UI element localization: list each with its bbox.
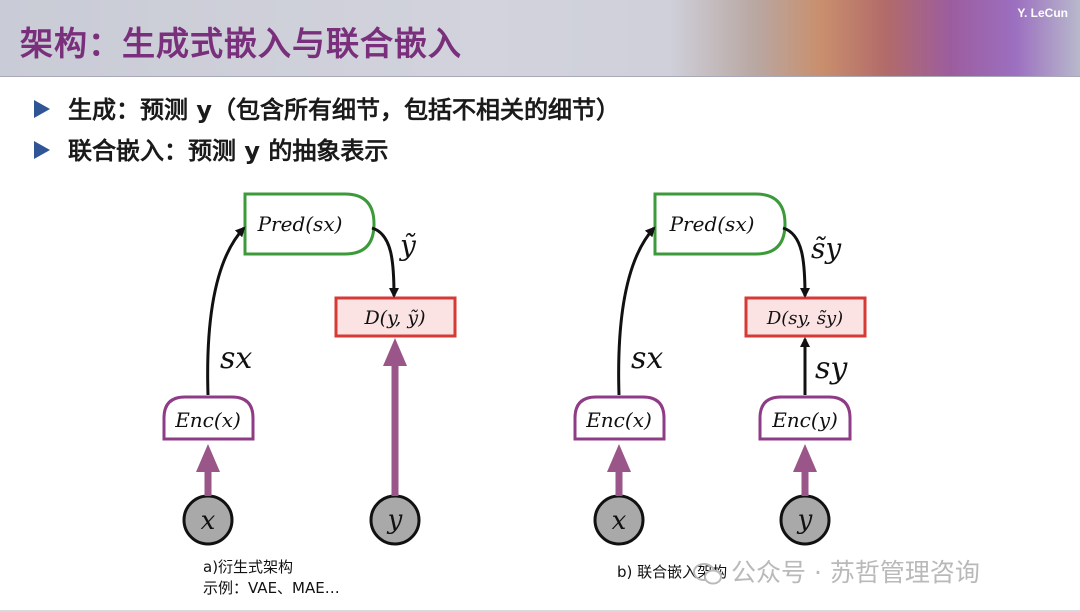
sx-label-b: sx [631, 341, 663, 376]
arrowhead-x-to-enc-a [196, 444, 220, 472]
encoder-y-label-b: Enc(y) [771, 408, 838, 432]
slide-title: 架构：生成式嵌入与联合嵌入 [20, 24, 462, 63]
sy-label-b: sy [815, 351, 848, 386]
encoder-x-box-b [573, 395, 666, 441]
encoder-box-a [162, 395, 255, 441]
caption-a-line1: a)衍生式架构 [203, 558, 294, 576]
arrowhead-y-to-enc-b [793, 444, 817, 472]
arrowhead-y-to-distance-a [383, 338, 407, 366]
x-node-label-b: x [612, 506, 627, 536]
bullet-joint-embedding: 联合嵌入：预测 y 的抽象表示 [34, 131, 388, 166]
y-node-label-a: y [387, 505, 403, 535]
footer-divider [0, 610, 1080, 612]
ytilde-label-a: ỹ [398, 229, 417, 262]
triangle-bullet-icon [34, 100, 50, 118]
pred-label-a: Pred(sx) [257, 212, 343, 236]
wechat-icon [693, 563, 722, 585]
x-node-label-a: x [201, 506, 216, 536]
distance-label-a: D(y, ỹ) [363, 307, 425, 329]
arrow-pred-to-distance-b [782, 226, 810, 298]
encoder-y-box-b [758, 395, 852, 441]
watermark-text: 公众号 · 苏哲管理咨询 [731, 558, 980, 587]
bullet-text: 生成：预测 y（包含所有细节，包括不相关的细节） [68, 96, 620, 124]
pred-box-a [243, 192, 376, 256]
pred-label-b: Pred(sx) [669, 212, 755, 236]
distance-box-a [334, 296, 457, 338]
watermark: 公众号 · 苏哲管理咨询 [693, 553, 980, 589]
triangle-bullet-icon [34, 141, 50, 159]
arrow-pred-to-distance-a [371, 226, 399, 298]
bullet-generative: 生成：预测 y（包含所有细节，包括不相关的细节） [34, 90, 620, 125]
arrow-enc-to-pred-b [617, 226, 656, 396]
encoder-label-a: Enc(x) [174, 408, 241, 432]
diagram-b: Pred(sx) D(sy, s̃y) Enc(x) Enc(y) x y sx… [573, 192, 867, 546]
caption-b: b) 联合嵌入架构 [617, 563, 728, 581]
distance-box-b [744, 296, 867, 338]
arrowhead-x-to-enc-b [607, 444, 631, 472]
bullet-text: 联合嵌入：预测 y 的抽象表示 [68, 137, 389, 165]
diagram-a: Pred(sx) D(y, ỹ) Enc(x) x y sx ỹ [162, 192, 457, 546]
author-label: Y. LeCun [1017, 6, 1068, 20]
arrow-enc-to-pred-a [206, 226, 246, 396]
sytilde-label-b: s̃y [811, 232, 842, 265]
distance-label-b: D(sy, s̃y) [766, 308, 843, 329]
caption-a: a)衍生式架构 示例：VAE、MAE… [203, 557, 340, 599]
pred-box-b [653, 192, 787, 256]
y-node-label-b: y [797, 505, 813, 535]
caption-a-line2: 示例：VAE、MAE… [203, 579, 340, 597]
slide-header: 架构：生成式嵌入与联合嵌入 Y. LeCun [0, 0, 1080, 77]
sx-label-a: sx [220, 341, 252, 376]
encoder-x-label-b: Enc(x) [585, 408, 652, 432]
